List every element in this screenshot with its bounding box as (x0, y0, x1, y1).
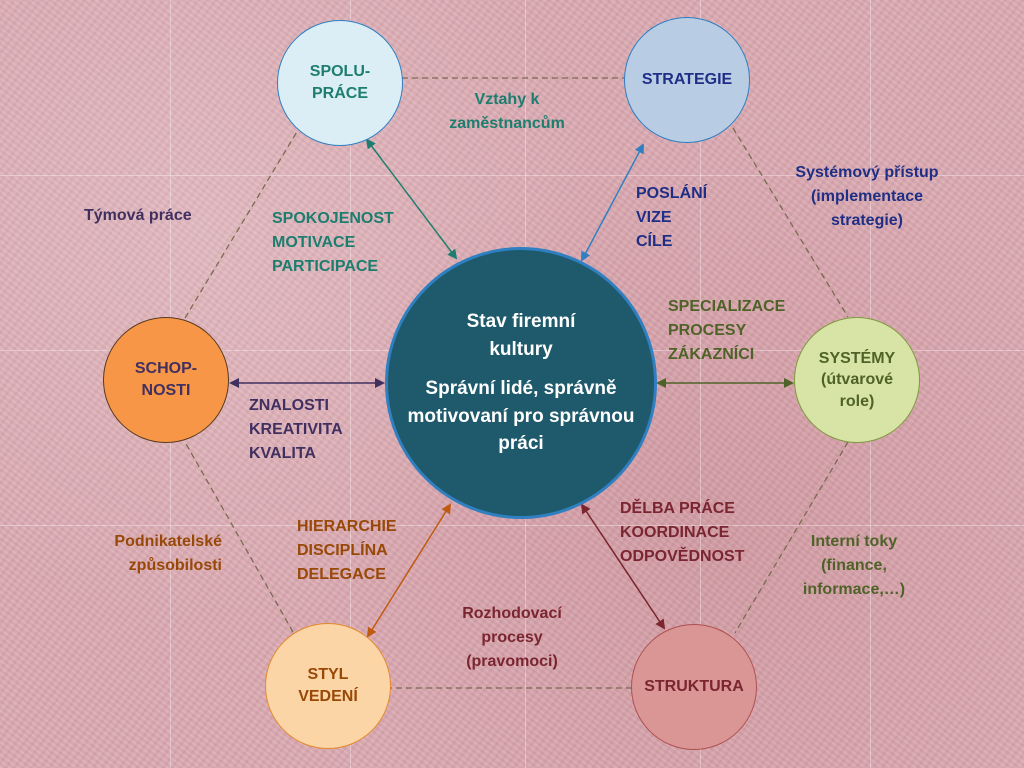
arrow-styl (366, 503, 452, 638)
arrow-strategie (581, 143, 644, 262)
node-schopnosti: SCHOP- NOSTI (103, 317, 229, 443)
label-tymova-prace: Týmová práce (84, 207, 192, 224)
label-interni-toky: Interní toky (finance, informace,…) (802, 533, 906, 598)
center-title: Stav firemní kultury (466, 311, 576, 360)
arrow-spoluprace (365, 138, 458, 260)
node-styl-vedeni: STYL VEDENÍ (265, 623, 391, 749)
label-link-struktura: DĚLBA PRÁCE KOORDINACE ODPOVĚDNOST (620, 500, 745, 565)
node-schopnosti-label: SCHOP- NOSTI (134, 360, 198, 399)
arrow-struktura (580, 503, 666, 630)
label-link-styl-vedeni: HIERARCHIE DISCIPLÍNA DELEGACE (297, 518, 397, 583)
node-spoluprace-label: SPOLU- PRÁCE (309, 63, 371, 102)
label-podnikatelske: Podnikatelské způsobilosti (114, 533, 222, 574)
label-link-spoluprace: SPOKOJENOST MOTIVACE PARTICIPACE (272, 210, 394, 275)
node-strategie-label: STRATEGIE (641, 71, 733, 89)
node-spoluprace: SPOLU- PRÁCE (277, 20, 403, 146)
center-node: Stav firemní kultury Správní lidé, správ… (385, 247, 657, 519)
hex-edge-top-left (184, 129, 299, 319)
node-struktura: STRUKTURA (631, 624, 757, 750)
hex-edge-top-right (732, 127, 849, 318)
label-systemovy-pristup: Systémový přístup (implementace strategi… (795, 164, 939, 229)
node-struktura-label: STRUKTURA (644, 678, 744, 696)
node-systemy-label: SYSTÉMY (útvarové role) (818, 349, 896, 410)
node-systemy: SYSTÉMY (útvarové role) (794, 317, 920, 443)
node-styl-vedeni-label: STYL VEDENÍ (298, 666, 358, 705)
node-strategie: STRATEGIE (624, 17, 750, 143)
label-link-schopnosti: ZNALOSTI KREATIVITA KVALITA (249, 397, 343, 462)
tile-line (0, 525, 1024, 526)
hex-edge-bottom-left (184, 441, 294, 633)
hex-edge-bottom-right (734, 441, 849, 634)
label-link-strategie: POSLÁNÍ VIZE CÍLE (636, 185, 708, 250)
label-vztahy: Vztahy k zaměstnancům (449, 91, 565, 132)
center-subtitle: Správní lidé, správně motivovaní pro spr… (407, 378, 635, 455)
label-link-systemy: SPECIALIZACE PROCESY ZÁKAZNÍCI (668, 298, 786, 363)
label-rozhodovaci: Rozhodovací procesy (pravomoci) (462, 605, 562, 670)
tile-line (0, 175, 1024, 176)
